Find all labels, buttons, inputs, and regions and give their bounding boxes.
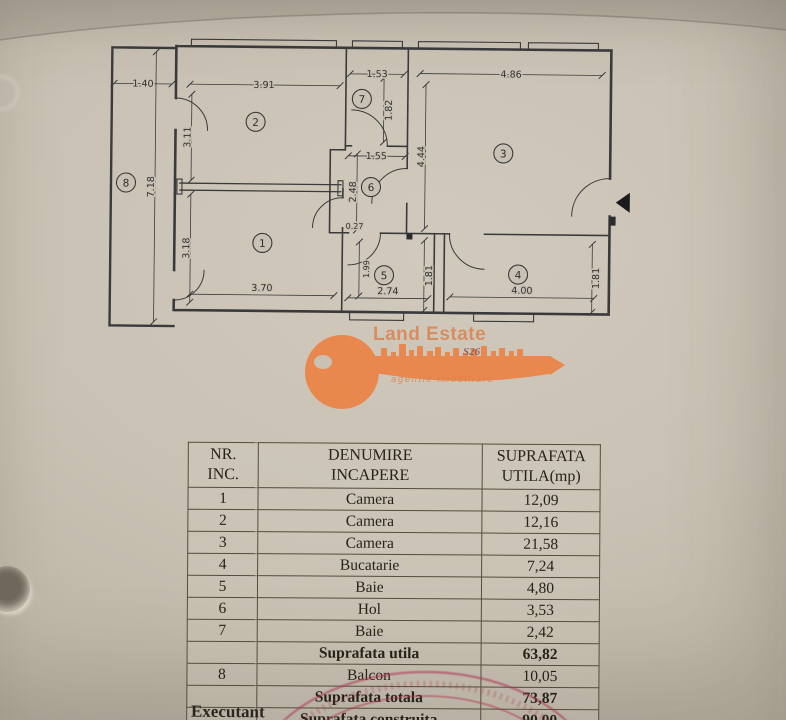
dim-balcony-height: 7.18: [146, 176, 157, 197]
dim-room5-height: 1.81: [424, 265, 435, 286]
dim-hall-height: 2.48: [348, 181, 359, 202]
logo-monogram: S26: [463, 346, 481, 358]
partition-caps: [176, 178, 344, 197]
window-lines: [190, 38, 600, 323]
room-4-label: 4: [507, 264, 529, 285]
key-logo-icon: [305, 335, 565, 409]
logo-title: Land Estate: [373, 324, 487, 345]
dim-hall-width: 1.55: [366, 151, 387, 162]
dim-room3-height: 4.44: [416, 146, 427, 167]
room-3-label: 3: [493, 143, 514, 164]
dim-balcony-width: 1.40: [132, 79, 153, 90]
punch-hole-bottom: [0, 566, 30, 612]
svg-text:2: 2: [252, 117, 259, 129]
svg-text:6: 6: [368, 182, 375, 194]
room-7-label: 7: [351, 88, 372, 110]
dim-room7-height: 1.82: [384, 100, 395, 121]
svg-text:7: 7: [358, 94, 365, 106]
agency-logo: Land Estate S26 agentie imobiliare: [295, 322, 567, 414]
dim-room2-height: 3.11: [182, 127, 193, 148]
svg-text:3: 3: [500, 148, 507, 160]
svg-text:5: 5: [381, 270, 388, 282]
svg-text:1: 1: [259, 238, 266, 250]
room-6-label: 6: [360, 177, 382, 198]
room-5-label: 5: [373, 265, 395, 286]
dim-room4-width: 4.00: [511, 286, 532, 297]
balcony-walls: [108, 46, 178, 328]
table-header-row: NR. INC. DENUMIRE INCAPERE SUPRAFATA UTI…: [188, 442, 601, 490]
dim-room4-height: 1.81: [591, 268, 602, 289]
room-2-label: 2: [245, 111, 266, 132]
logo-subtitle: agentie imobiliare: [391, 374, 495, 385]
dim-room1-width: 3.70: [251, 283, 272, 294]
outer-walls: [172, 44, 613, 316]
wall-nibs: [406, 216, 616, 240]
floor-plan: 1.40 3.91 1.53 4.86 1.55 3.70 2.74 4.00 …: [108, 38, 630, 328]
dim-room5-width: 2.74: [377, 286, 398, 297]
dim-room3-width: 4.86: [501, 69, 522, 80]
svg-text:8: 8: [123, 177, 130, 189]
dim-room2-width: 3.91: [253, 80, 274, 91]
door-arcs: [173, 97, 611, 301]
room-8-label: 8: [115, 172, 137, 193]
header-denumire: DENUMIRE INCAPERE: [258, 442, 483, 490]
entrance-arrow-icon: [615, 192, 630, 213]
punch-hole-top: [0, 72, 22, 114]
dim-corridor-height: 1.99: [362, 260, 371, 278]
dim-room7-width: 1.53: [367, 69, 388, 80]
header-nr-inc: NR. INC.: [188, 442, 259, 488]
dimension-lines: [110, 48, 606, 326]
partition-bar: [179, 182, 342, 193]
dimension-labels: 1.40 3.91 1.53 4.86 1.55 3.70 2.74 4.00 …: [131, 68, 604, 299]
dim-jog: 0.27: [346, 222, 364, 231]
svg-text:4: 4: [515, 270, 522, 282]
header-suprafata: SUPRAFATA UTILA(mp): [482, 444, 601, 490]
door-opening-segments: [344, 144, 409, 148]
round-stamp: [282, 670, 568, 720]
room-number-labels: 1 2 3 4 5 6 7 8: [115, 88, 529, 286]
dim-room1-height: 3.18: [181, 238, 192, 259]
room-1-label: 1: [252, 232, 273, 253]
